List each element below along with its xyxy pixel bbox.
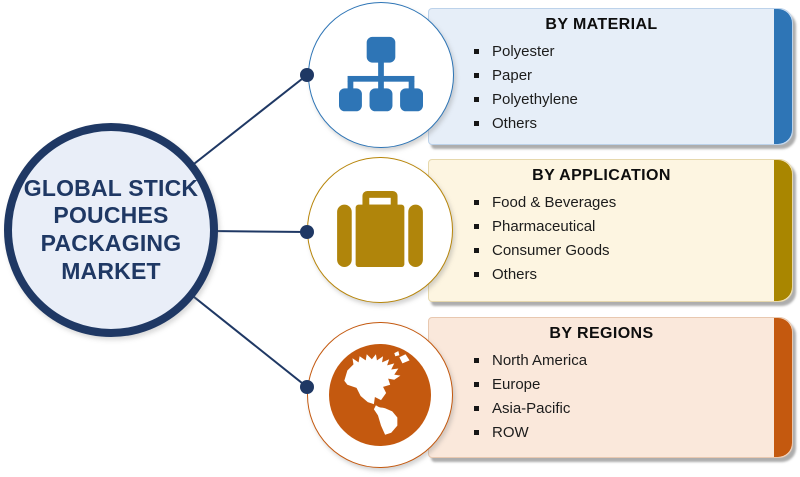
list-item: North America [474,348,768,372]
square-bullet-icon [474,381,479,387]
regions-list: North America Europe Asia-Pacific ROW [429,348,792,444]
hub-title-line: POUCHES [53,202,169,229]
hub-title-line: MARKET [61,257,161,284]
square-bullet-icon [474,405,479,411]
regions-accent-bar [774,318,792,457]
item-label: Asia-Pacific [492,399,571,417]
item-label: Others [492,114,538,132]
globe-americas-icon [329,344,431,446]
application-list: Food & Beverages Pharmaceutical Consumer… [429,190,792,286]
item-label: ROW [492,423,529,441]
material-list: Polyester Paper Polyethylene Others [429,39,792,135]
hub-title-line: PACKAGING [40,230,182,256]
application-heading: BY APPLICATION [532,167,671,184]
item-label: Consumer Goods [492,241,610,259]
square-bullet-icon [474,223,479,229]
application-panel: BY APPLICATION Food & Beverages Pharmace… [428,159,793,302]
regions-heading: BY REGIONS [549,325,654,342]
connector-dot-application [300,225,314,239]
square-bullet-icon [474,429,479,435]
list-item: Consumer Goods [474,238,768,262]
connector-dot-material [300,68,314,82]
material-heading: BY MATERIAL [545,16,658,33]
list-item: Polyethylene [474,87,768,111]
item-label: Pharmaceutical [492,217,596,235]
list-item: Pharmaceutical [474,214,768,238]
square-bullet-icon [474,72,479,78]
item-label: Polyester [492,42,555,60]
application-icon-circle [307,157,453,303]
list-item: Others [474,111,768,135]
application-accent-bar [774,160,792,301]
list-item: Food & Beverages [474,190,768,214]
item-label: Paper [492,66,533,84]
hub-title: GLOBAL STICK POUCHES PACKAGING MARKET [24,175,198,285]
item-label: North America [492,351,588,369]
list-item: ROW [474,420,768,444]
square-bullet-icon [474,96,479,102]
hub-title-line: GLOBAL STICK [23,174,199,201]
sitemap-hierarchy-icon [339,36,423,114]
square-bullet-icon [474,247,479,253]
square-bullet-icon [474,120,479,126]
square-bullet-icon [474,48,479,54]
list-item: Europe [474,372,768,396]
connector-dot-regions [300,380,314,394]
briefcase-icon [337,191,423,269]
regions-icon-circle [307,322,453,468]
list-item: Others [474,262,768,286]
material-accent-bar [774,9,792,144]
material-icon-circle [308,2,454,148]
square-bullet-icon [474,199,479,205]
hub-circle: GLOBAL STICK POUCHES PACKAGING MARKET [4,123,218,337]
material-panel: BY MATERIAL Polyester Paper Polyethylene… [428,8,793,145]
square-bullet-icon [474,271,479,277]
item-label: Polyethylene [492,90,578,108]
square-bullet-icon [474,357,479,363]
item-label: Food & Beverages [492,193,617,211]
list-item: Polyester [474,39,768,63]
list-item: Paper [474,63,768,87]
regions-panel: BY REGIONS North America Europe Asia-Pac… [428,317,793,458]
list-item: Asia-Pacific [474,396,768,420]
item-label: Europe [492,375,541,393]
item-label: Others [492,265,538,283]
